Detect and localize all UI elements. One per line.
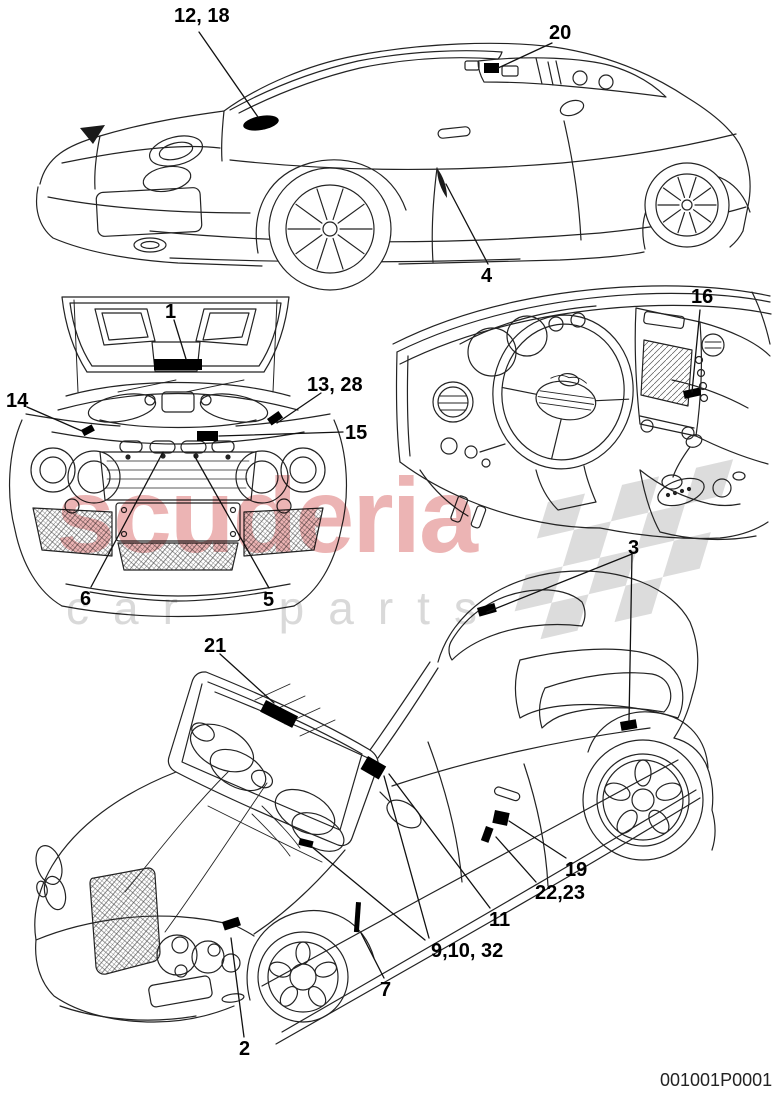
- label-target-4: [437, 168, 447, 198]
- rearview-mirror: [464, 60, 480, 71]
- callout-20: 20: [549, 22, 572, 44]
- label-target-9-10-32: [298, 838, 314, 849]
- callout-14: 14: [6, 390, 29, 412]
- label-target-12-18: [243, 115, 279, 131]
- radiator-grille: [89, 867, 161, 975]
- label-target-20: [484, 63, 499, 73]
- checkered-flag-watermark: [514, 459, 734, 640]
- callout-5: 5: [263, 589, 275, 611]
- label-target-7: [353, 902, 361, 933]
- label-target-16: [683, 387, 702, 399]
- front-three-quarter-top-illustration: [34, 570, 716, 1045]
- watermark-brand-text: scuderia: [56, 457, 478, 575]
- rear-three-quarter-view-illustration: [35, 42, 751, 291]
- label-target-15: [197, 431, 218, 441]
- door-mirror: [559, 99, 585, 117]
- label-target-11: [360, 756, 387, 780]
- callout-4: 4: [481, 265, 493, 287]
- watermark-subtext: car parts: [66, 582, 501, 634]
- callout-13-28: 13, 28: [307, 374, 363, 396]
- trunk-badge: [80, 125, 105, 144]
- label-target-19: [492, 810, 510, 826]
- label-target-14: [81, 424, 95, 437]
- label-target-13-28: [267, 410, 284, 426]
- callout-19: 19: [565, 859, 588, 881]
- callout-1: 1: [165, 301, 177, 323]
- callout-12-18: 12, 18: [174, 5, 230, 27]
- steering-wheel: [492, 314, 634, 470]
- label-target-2: [222, 916, 241, 931]
- label-target-5: [180, 440, 207, 454]
- label-target-3-roof: [477, 603, 497, 617]
- interior-dashboard-illustration: [392, 285, 772, 541]
- diagram-code: 001001P0001: [660, 1070, 772, 1090]
- callout-7: 7: [380, 979, 392, 1001]
- label-target-22-23: [480, 826, 494, 843]
- callout-3: 3: [628, 537, 640, 559]
- callout-leader-lines: [26, 31, 701, 1038]
- callout-2: 2: [239, 1038, 251, 1060]
- callout-9-10-32: 9,10, 32: [431, 940, 504, 962]
- front-bonnet-open-illustration: [8, 296, 348, 618]
- label-target-6: [149, 440, 176, 454]
- callout-22-23: 22,23: [535, 882, 586, 904]
- door-handle: [437, 126, 471, 139]
- label-target-1: [154, 359, 202, 370]
- callout-6: 6: [80, 588, 92, 610]
- callout-16: 16: [691, 286, 714, 308]
- door-handle: [493, 786, 521, 802]
- label-target-21: [260, 700, 299, 728]
- callout-11: 11: [489, 909, 511, 931]
- callout-15: 15: [345, 422, 368, 444]
- gear-knob: [685, 434, 703, 448]
- door-mirror: [386, 799, 422, 829]
- callout-21: 21: [204, 635, 227, 657]
- nav-screen: [640, 339, 693, 407]
- label-target-3-fender: [620, 719, 638, 731]
